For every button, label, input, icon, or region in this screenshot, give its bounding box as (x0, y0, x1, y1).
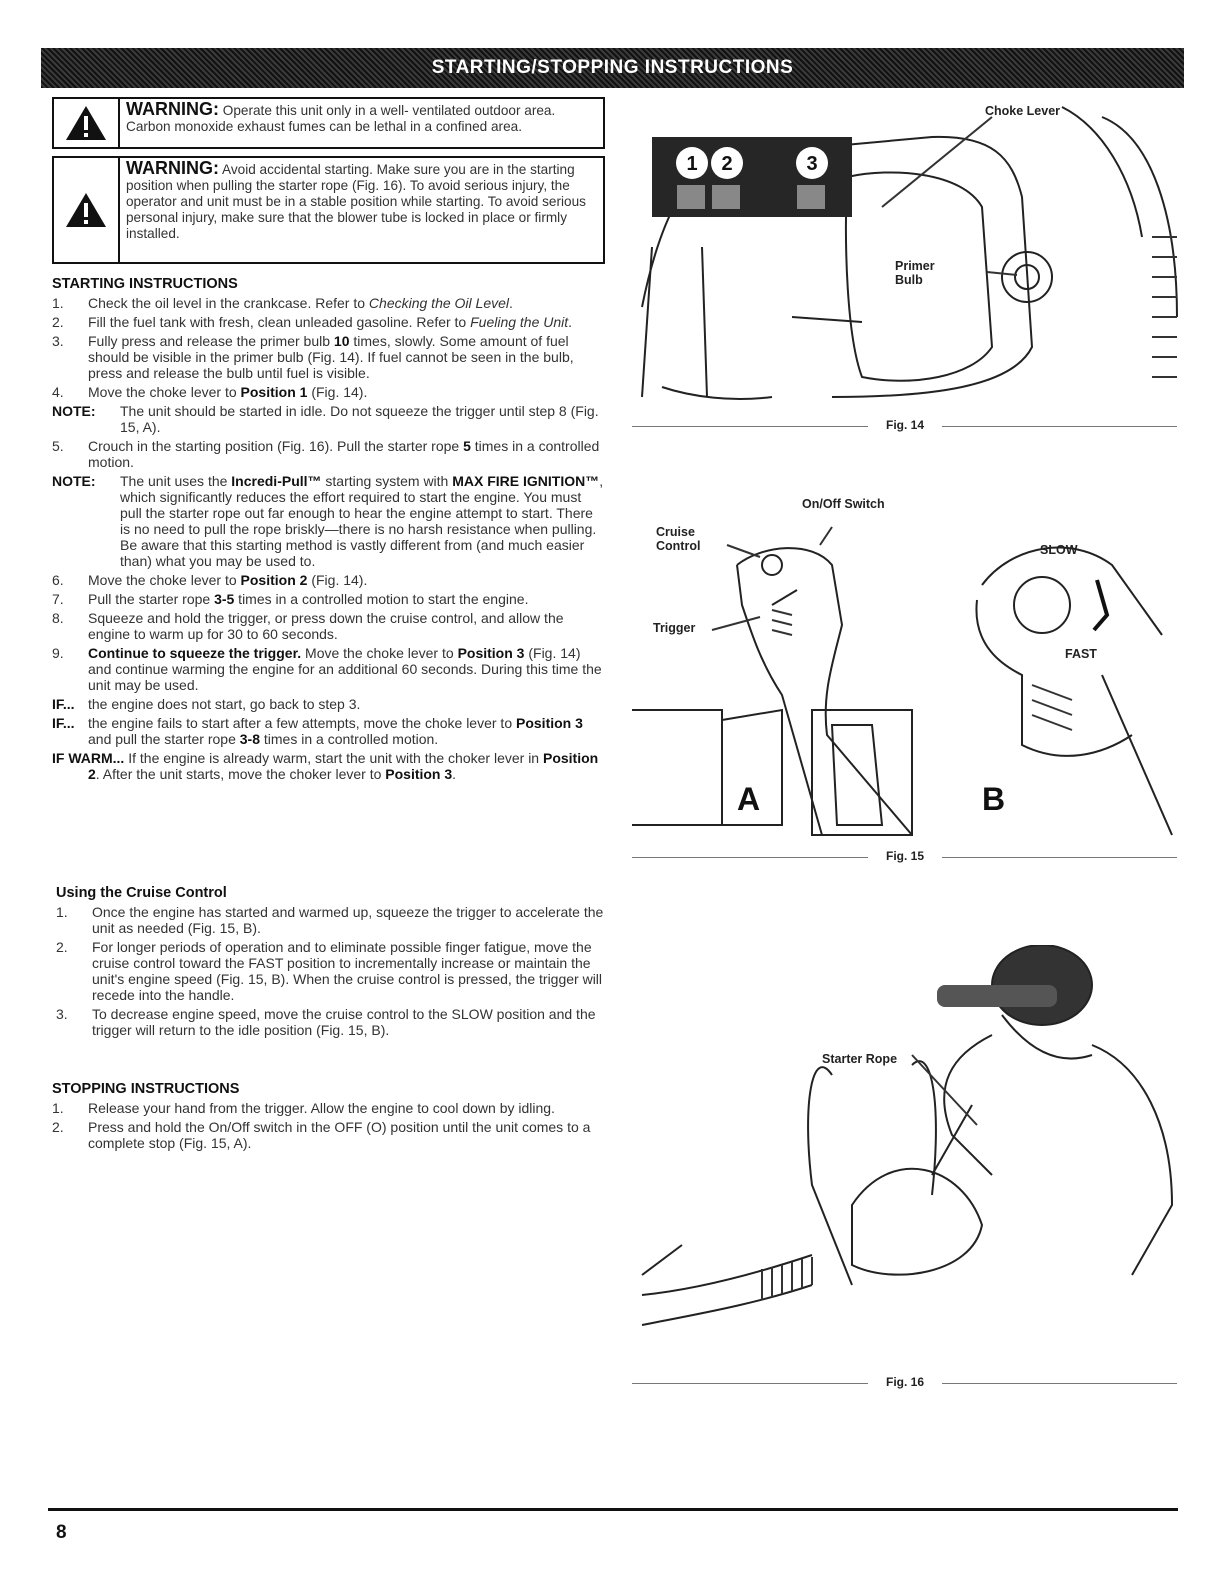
warning-text: Avoid accidental starting. Make sure you… (126, 162, 586, 241)
list-item: 1.Check the oil level in the crankcase. … (52, 295, 513, 311)
warning-triangle-icon (54, 158, 120, 262)
svg-text:2: 2 (721, 153, 732, 175)
if-item: IF...the engine fails to start after a f… (52, 715, 583, 747)
starter-rope-label: Starter Rope (822, 1052, 898, 1066)
section-banner: STARTING/STOPPING INSTRUCTIONS (41, 48, 1184, 88)
svg-text:1: 1 (686, 153, 697, 175)
list-item: 2.Press and hold the On/Off switch in th… (52, 1119, 591, 1151)
list-item: 2.For longer periods of operation and to… (56, 939, 603, 1003)
warning-label: WARNING: (126, 158, 219, 178)
fig15-illustration: A B (632, 526, 1173, 836)
page-number: 8 (56, 1522, 67, 1543)
choke-position-1: 1 (676, 147, 708, 179)
fig16-caption: Fig. 16 (632, 1375, 1177, 1389)
fig14-caption: Fig. 14 (632, 418, 1177, 432)
fast-label: FAST (1065, 647, 1097, 661)
fig14-illustration: 1 2 3 (641, 106, 1178, 400)
list-item: 1.Release your hand from the trigger. Al… (52, 1100, 555, 1116)
list-item: 5.Crouch in the starting position (Fig. … (52, 438, 600, 470)
speed-arrow-icon (1092, 579, 1110, 632)
svg-text:3: 3 (806, 153, 817, 175)
if-item: IF...the engine does not start, go back … (52, 696, 361, 712)
choke-position-2: 2 (711, 147, 743, 179)
list-item: 3.To decrease engine speed, move the cru… (56, 1006, 596, 1038)
warning-box-starting: WARNING: Avoid accidental starting. Make… (52, 156, 605, 264)
warning-triangle-icon (54, 99, 120, 147)
trigger-label: Trigger (653, 621, 696, 635)
stopping-section: STOPPING INSTRUCTIONS 1.Release your han… (52, 1081, 604, 1151)
warning-box-ventilation: WARNING: Operate this unit only in a wel… (52, 97, 605, 149)
list-item: 8.Squeeze and hold the trigger, or press… (52, 610, 564, 642)
cruise-control-section: Using the Cruise Control 1.Once the engi… (56, 885, 604, 1038)
primer-bulb-label: Primer Bulb (895, 259, 935, 287)
choke-position-3: 3 (796, 147, 828, 179)
choke-lever-label: Choke Lever (985, 104, 1061, 118)
if-warm-item: IF WARM... If the engine is already warm… (52, 750, 599, 782)
list-item: 2.Fill the fuel tank with fresh, clean u… (52, 314, 573, 330)
cruise-heading: Using the Cruise Control (56, 885, 227, 901)
warning-text: Operate this unit only in a well- ventil… (126, 103, 556, 134)
list-item: 1.Once the engine has started and warmed… (56, 904, 604, 936)
note: NOTE:The unit should be started in idle.… (52, 403, 599, 435)
list-item: 9.Continue to squeeze the trigger. Move … (52, 645, 602, 693)
fig15-caption: Fig. 15 (632, 849, 1177, 863)
stopping-heading: STOPPING INSTRUCTIONS (52, 1081, 240, 1097)
fig16-illustration (641, 945, 1174, 1326)
list-item: 7.Pull the starter rope 3-5 times in a c… (52, 591, 529, 607)
starting-instructions: STARTING INSTRUCTIONS 1.Check the oil le… (52, 276, 604, 782)
warning-label: WARNING: (126, 99, 219, 119)
list-item: 4.Move the choke lever to Position 1 (Fi… (52, 384, 368, 400)
fig15-label-b: B (982, 781, 1005, 817)
fig15-label-a: A (737, 781, 760, 817)
list-item: 3.Fully press and release the primer bul… (52, 333, 574, 381)
slow-label: SLOW (1040, 543, 1078, 557)
on-off-switch-label: On/Off Switch (802, 497, 885, 511)
note: NOTE:The unit uses the Incredi-Pull™ sta… (52, 473, 604, 569)
list-item: 6.Move the choke lever to Position 2 (Fi… (52, 572, 368, 588)
starting-heading: STARTING INSTRUCTIONS (52, 276, 238, 292)
footer-rule (48, 1508, 1178, 1511)
cruise-control-label: Cruise Control (656, 525, 701, 553)
